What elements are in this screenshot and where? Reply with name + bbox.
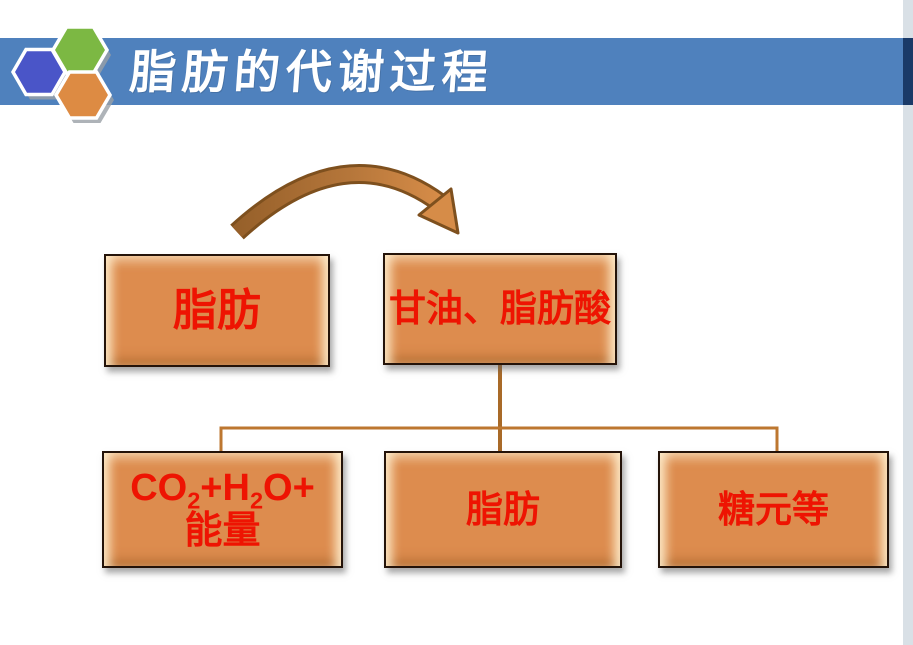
energy-label: 能量: [184, 509, 261, 552]
formula-subscript: 2: [249, 487, 264, 514]
slide-title: 脂肪的代谢过程: [128, 46, 496, 98]
right-edge-stripe: [903, 0, 913, 645]
box-fat-source: 脂肪: [104, 254, 330, 367]
box-glycerol-fatty-acid-label: 甘油、脂肪酸: [389, 288, 611, 330]
orange-hexagon-icon: [53, 70, 113, 120]
formula-subscript: 2: [187, 487, 201, 514]
box-co2-h2o-energy-label: CO2+H2O+能量: [130, 467, 315, 552]
title-bar-end-cap: [903, 38, 913, 105]
green-hexagon-icon: [50, 25, 110, 75]
title-bar: [0, 38, 904, 105]
box-glycogen: 糖元等: [658, 451, 889, 568]
box-glycogen-label: 糖元等: [718, 488, 829, 530]
hexagon-logo-icon: [10, 25, 114, 123]
box-fat-resynthesized: 脂肪: [384, 451, 622, 568]
box-fat-source-label: 脂肪: [173, 285, 261, 335]
box-co2-h2o-energy: CO2+H2O+能量: [102, 451, 343, 568]
box-fat-resynthesized-label: 脂肪: [466, 488, 540, 530]
curved-arrow-icon: [230, 164, 460, 240]
formula-part: CO: [130, 466, 188, 509]
formula-part: +H: [200, 466, 250, 509]
box-glycerol-fatty-acid: 甘油、脂肪酸: [383, 253, 617, 365]
blue-hexagon-icon: [10, 47, 68, 97]
formula-part: O+: [263, 466, 315, 509]
